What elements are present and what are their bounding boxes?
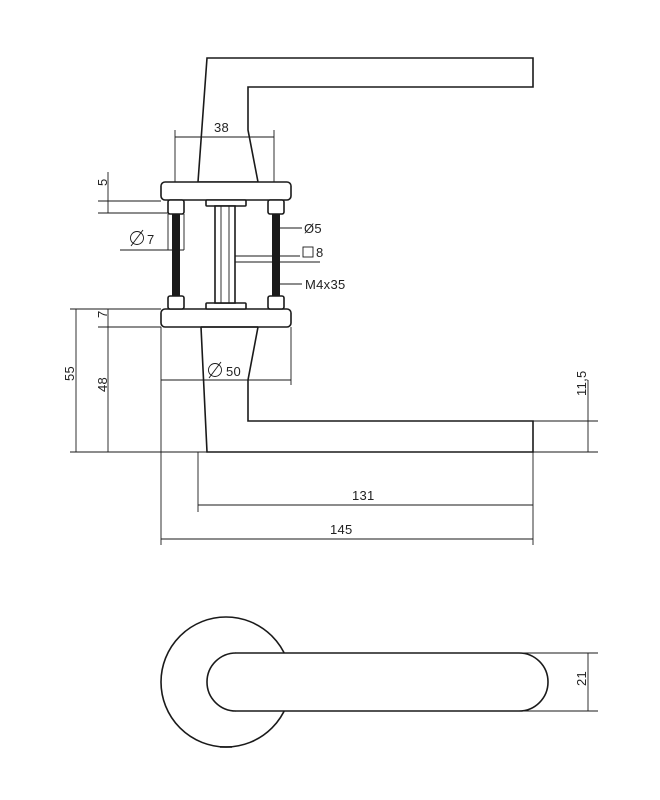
dim-21: 21 xyxy=(574,671,589,686)
right-screw-head-bottom xyxy=(267,295,285,310)
dim-145: 145 xyxy=(330,522,353,537)
dim-48: 48 xyxy=(95,377,110,392)
dim-dia-5: Ø5 xyxy=(304,221,322,236)
spindle xyxy=(214,205,236,304)
upper-lever xyxy=(197,57,534,183)
dim-11-5: 11,5 xyxy=(574,370,589,396)
upper-rose-insert xyxy=(205,199,247,207)
square-symbol xyxy=(302,246,314,258)
left-screw-head-bottom xyxy=(167,295,185,310)
lever-grip xyxy=(206,652,549,712)
right-screw-head-top xyxy=(267,199,285,215)
dim-7: 7 xyxy=(95,310,110,318)
dim-5: 5 xyxy=(95,178,110,186)
upper-rose xyxy=(160,181,292,201)
left-screw-head-top xyxy=(167,199,185,215)
side-view xyxy=(160,57,534,453)
dim-38: 38 xyxy=(214,120,229,135)
dim-dia-50: 50 xyxy=(226,364,241,379)
dim-dia-7: 7 xyxy=(147,232,155,247)
lower-lever xyxy=(200,326,534,453)
dim-m4x35: M4x35 xyxy=(305,277,346,292)
dim-square-8: 8 xyxy=(316,245,324,260)
diameter-symbol-7 xyxy=(130,229,144,247)
lower-rose xyxy=(160,308,292,328)
left-screw-shaft xyxy=(172,214,180,296)
lower-rose-insert xyxy=(205,302,247,310)
diameter-symbol-50 xyxy=(208,361,222,379)
dimension-labels: 38 5 7 Ø5 8 M4x35 7 55 48 50 11,5 131 14… xyxy=(62,120,589,537)
top-view: 21 xyxy=(160,616,598,748)
right-screw-shaft xyxy=(272,214,280,296)
dim-131: 131 xyxy=(352,488,375,503)
dim-55: 55 xyxy=(62,366,77,381)
dimension-lines xyxy=(70,130,598,545)
